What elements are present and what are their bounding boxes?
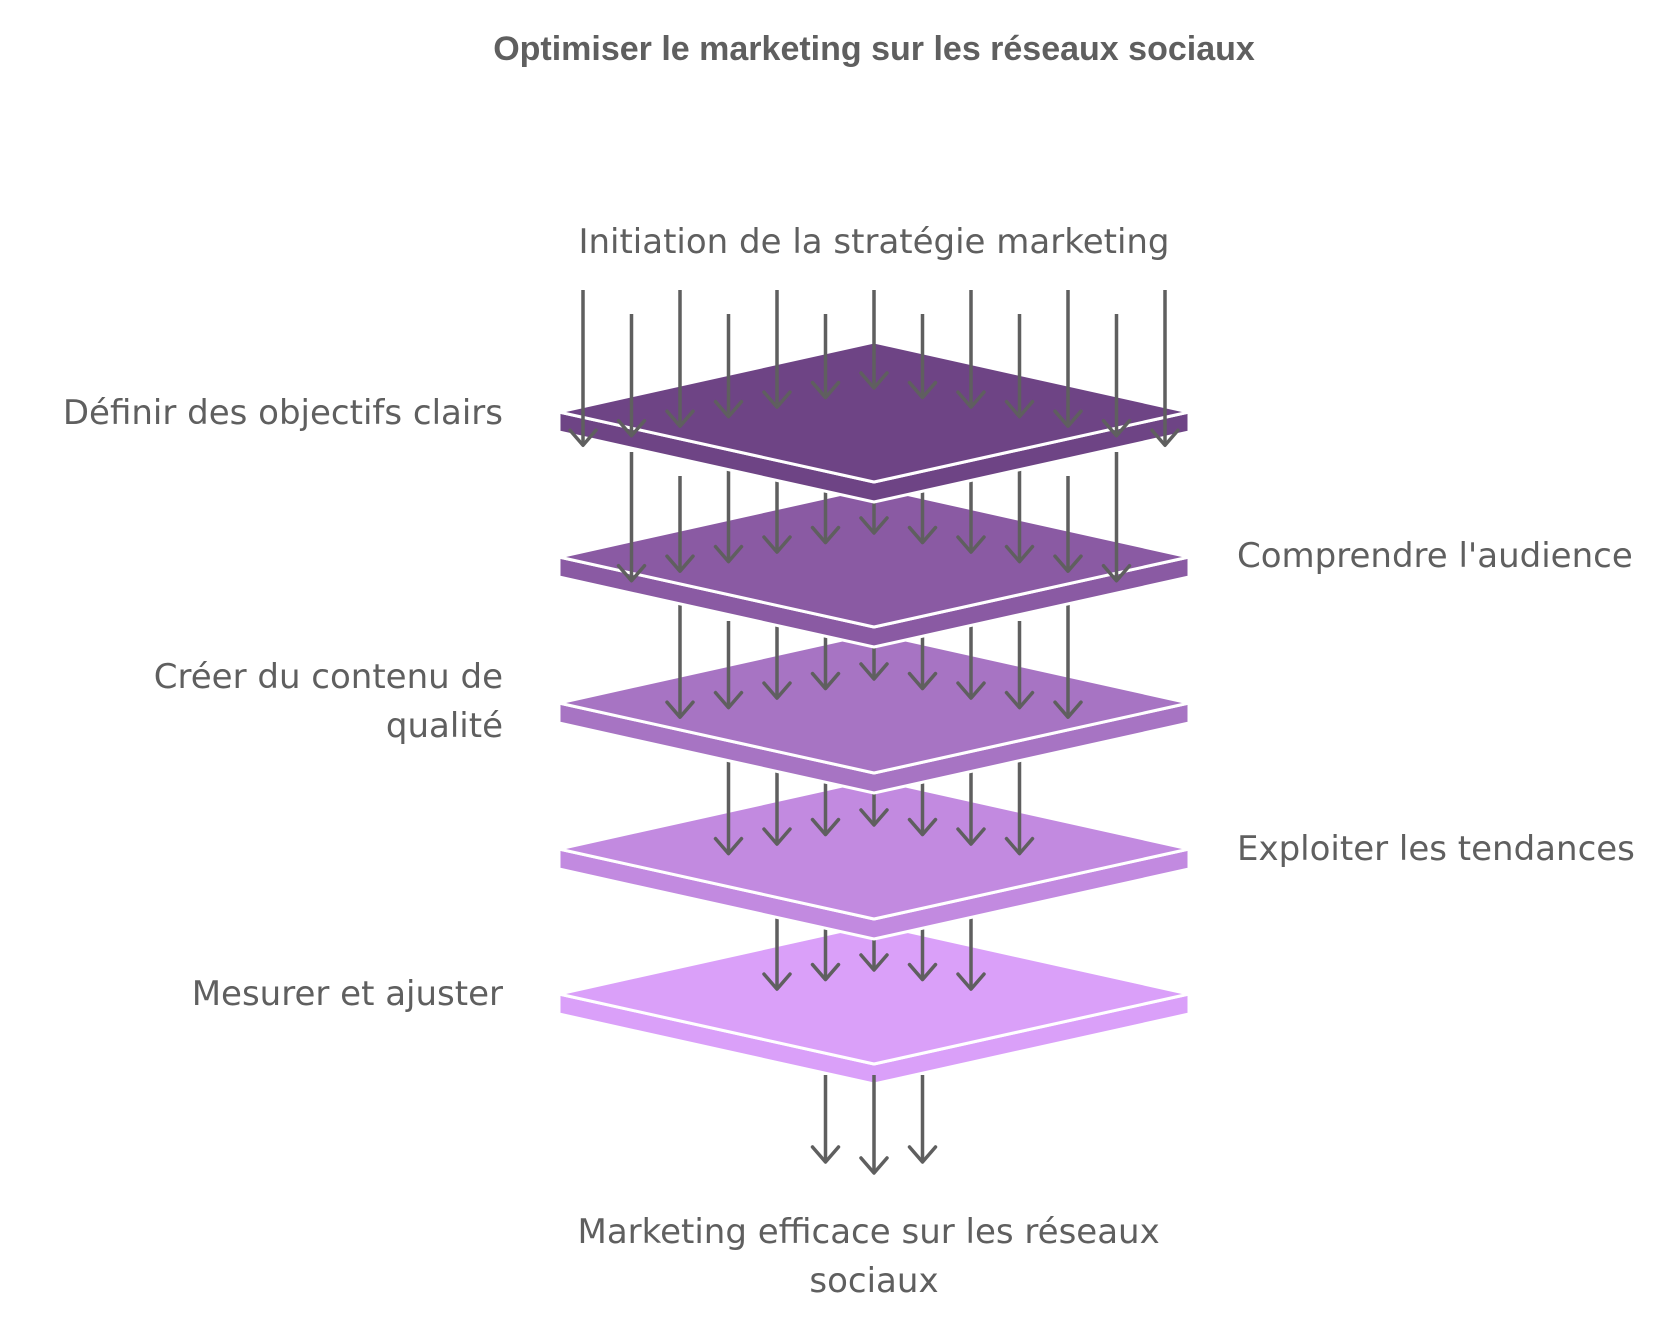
layer-3 xyxy=(557,631,1191,795)
layer-2-label-line-1: Comprendre l'audience xyxy=(1237,536,1633,576)
arrow-37 xyxy=(762,290,792,409)
arrow-38 xyxy=(810,314,841,400)
layer-3-label: Créer du contenu de qualité xyxy=(154,657,503,746)
arrow-42 xyxy=(1004,314,1035,419)
layer-3-face xyxy=(557,631,1191,775)
layer-5 xyxy=(557,922,1191,1086)
arrow-45 xyxy=(1150,290,1180,448)
layers-group xyxy=(557,290,1191,1086)
layer-4-label-line-1: Exploiter les tendances xyxy=(1237,829,1635,869)
arrow-33 xyxy=(568,290,598,448)
diagram-title: Optimiser le marketing sur les réseaux s… xyxy=(493,30,1255,68)
arrow-46 xyxy=(810,1075,841,1164)
arrow-22 xyxy=(616,452,647,583)
arrow-23 xyxy=(665,476,695,573)
arrow-47 xyxy=(859,1075,889,1175)
layer-1-arrows xyxy=(568,290,1180,448)
layer-1 xyxy=(557,340,1191,504)
layer-5-face xyxy=(557,922,1191,1066)
layer-1-label: Définir des objectifs clairs xyxy=(63,393,503,433)
arrow-34 xyxy=(616,314,647,438)
layer-3-label-line-2: qualité xyxy=(386,706,503,746)
end-label-line-2: sociaux xyxy=(809,1261,938,1301)
end-label-line-1: Marketing efficace sur les réseaux xyxy=(577,1212,1159,1252)
arrow-44 xyxy=(1101,314,1132,438)
layer-1-face xyxy=(557,340,1191,484)
layer-4-arrows xyxy=(713,743,1035,856)
arrow-35 xyxy=(665,290,695,428)
arrow-21 xyxy=(1053,597,1083,719)
arrow-41 xyxy=(956,290,986,409)
layer-2 xyxy=(557,485,1191,649)
arrow-11 xyxy=(956,767,986,846)
arrow-48 xyxy=(907,1075,938,1164)
arrows-group xyxy=(810,1075,938,1175)
arrow-31 xyxy=(1053,476,1083,573)
layer-4-face xyxy=(557,777,1191,921)
layer-1-label-line-1: Définir des objectifs clairs xyxy=(63,393,503,433)
layer-2-face xyxy=(557,485,1191,629)
layer-3-label-line-1: Créer du contenu de xyxy=(154,657,503,697)
start-label: Initiation de la stratégie marketing xyxy=(578,222,1169,262)
arrow-25 xyxy=(762,476,792,554)
arrow-14 xyxy=(713,621,744,710)
layer-4-label: Exploiter les tendances xyxy=(1237,829,1635,869)
layer-2-label: Comprendre l'audience xyxy=(1237,536,1633,576)
arrow-29 xyxy=(956,476,986,554)
layer-5-label-line-1: Mesurer et ajuster xyxy=(192,974,503,1014)
arrow-39 xyxy=(859,290,889,390)
arrow-40 xyxy=(907,314,938,400)
arrow-43 xyxy=(1053,290,1083,428)
arrow-36 xyxy=(713,314,744,419)
arrow-32 xyxy=(1101,452,1132,583)
arrow-7 xyxy=(762,767,792,846)
layer-4 xyxy=(557,777,1191,941)
layer-3-arrows xyxy=(665,597,1083,719)
end-label: Marketing efficace sur les réseaux socia… xyxy=(577,1212,1170,1301)
arrow-20 xyxy=(1004,621,1035,710)
layer-5-label: Mesurer et ajuster xyxy=(192,974,503,1014)
arrow-13 xyxy=(665,597,695,719)
output-arrows xyxy=(810,1075,938,1175)
